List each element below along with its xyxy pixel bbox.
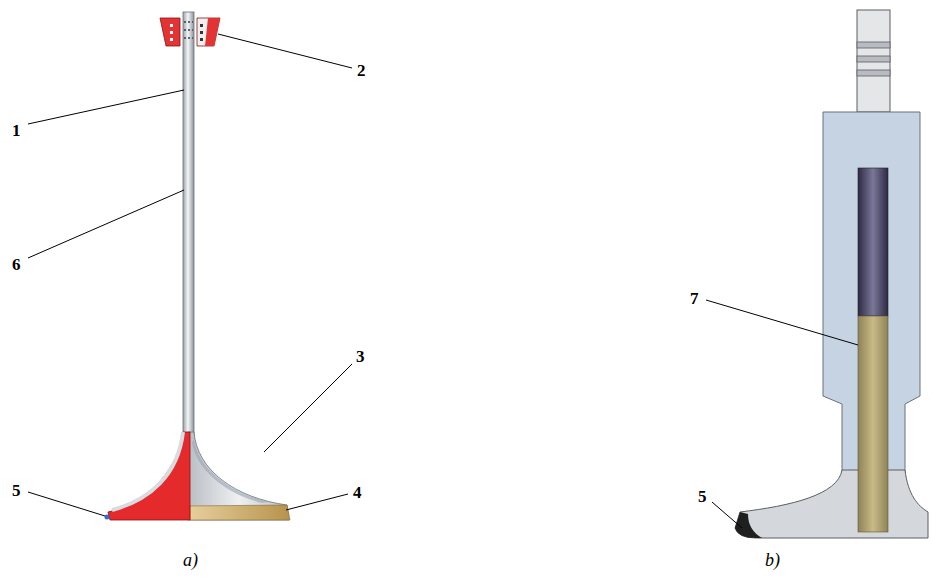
- callout-number: 2: [357, 62, 366, 79]
- callout-number: 5: [698, 488, 707, 505]
- leader-lines: [28, 34, 858, 528]
- callout-number: 1: [12, 122, 21, 139]
- callout-number: 4: [353, 484, 362, 501]
- valve-b: [735, 10, 928, 538]
- figure-label: a): [183, 551, 198, 569]
- figure-label: b): [765, 551, 780, 569]
- callout-number: 3: [356, 348, 365, 365]
- valve-a: [105, 12, 291, 520]
- callout-number: 6: [12, 256, 21, 273]
- callout-number: 7: [690, 290, 699, 307]
- callout-number: 5: [12, 482, 21, 499]
